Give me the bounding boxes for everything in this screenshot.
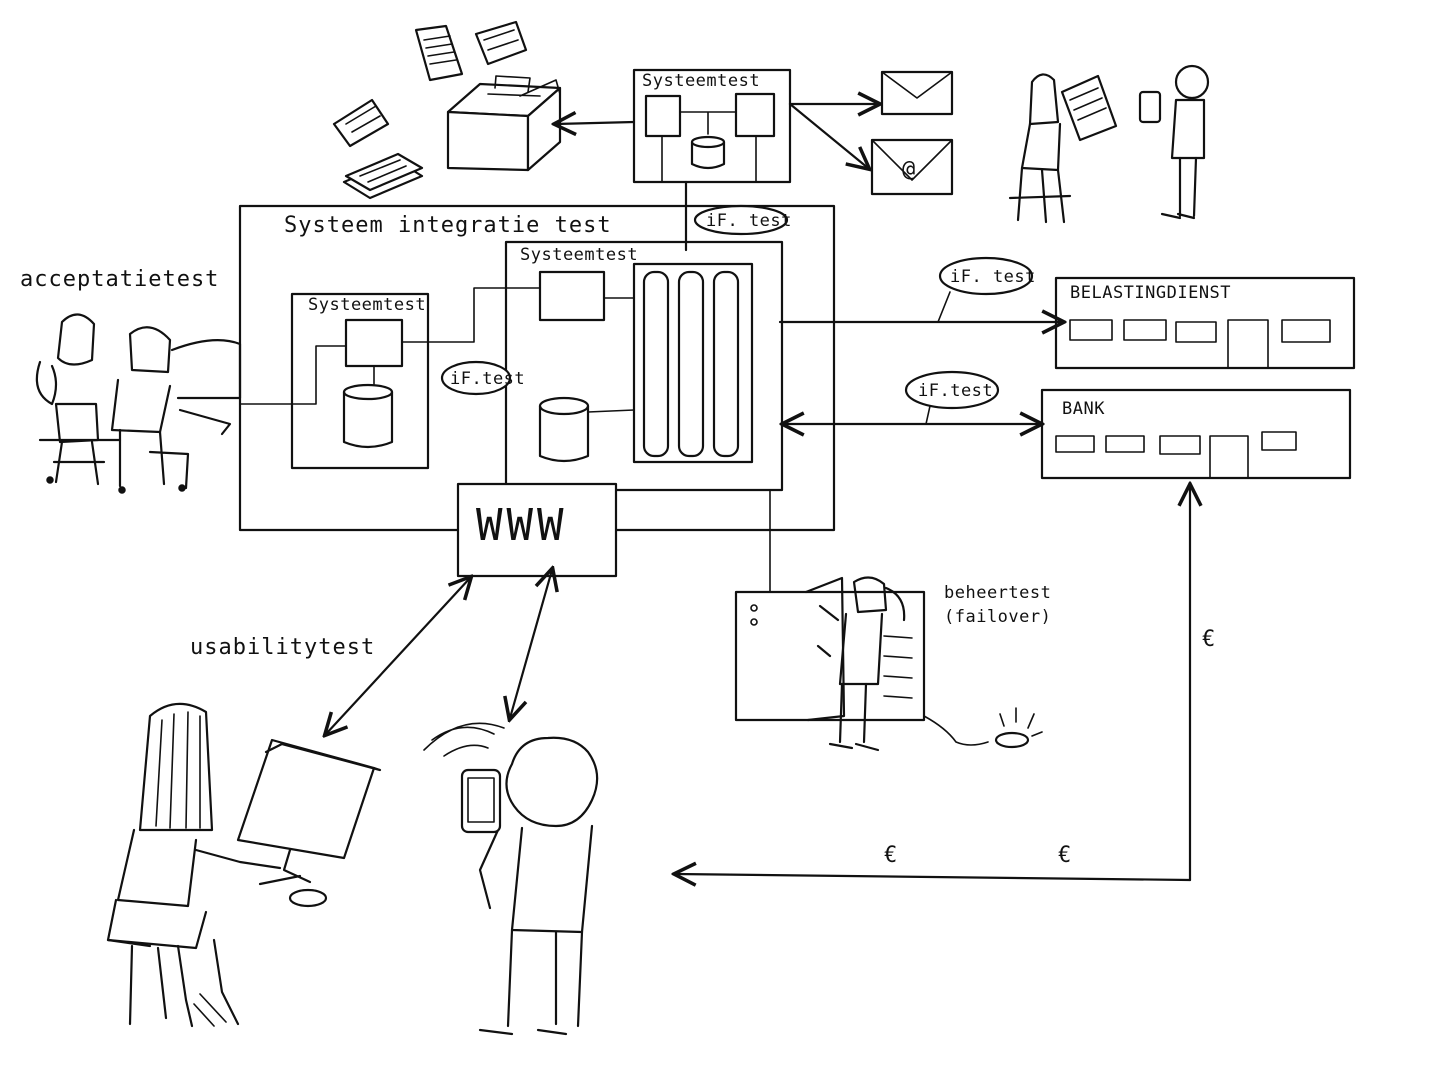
envelope-icon xyxy=(880,70,954,116)
usability-tester-icon xyxy=(106,702,282,1028)
paper-sheet-icon xyxy=(414,24,464,82)
acceptance-testers-group xyxy=(35,313,242,494)
systeemintegratie-label: Systeem integratie test xyxy=(284,213,612,238)
person-reading-icon xyxy=(1008,73,1118,224)
systeemtest-top-box: Systeemtest xyxy=(632,68,792,184)
paper-sheet-icon xyxy=(332,98,390,148)
svg-text:iF.test: iF.test xyxy=(918,381,993,401)
acceptatietest-label: acceptatietest xyxy=(20,267,219,292)
usabilitytest-label: usabilitytest xyxy=(190,635,375,660)
failover-label: (failover) xyxy=(944,607,1051,627)
if-test-tag: iF.test xyxy=(904,370,1000,410)
bank-building-icon: BANK xyxy=(1040,388,1352,480)
beheertest-label: beheertest xyxy=(944,583,1051,603)
database-icon xyxy=(538,396,590,463)
database-icon xyxy=(342,383,394,449)
belastingdienst-label: BELASTINGDIENST xyxy=(1070,283,1231,303)
belastingdienst-building-icon: BELASTINGDIENST xyxy=(1054,276,1356,370)
euro-symbol: € xyxy=(884,843,898,868)
person-with-tablet-icon xyxy=(1138,64,1210,220)
systeemtest-center-box: Systeemtest xyxy=(504,240,784,492)
svg-text:@: @ xyxy=(902,157,916,182)
if-test-tag: iF. test xyxy=(938,256,1036,296)
email-icon: @ xyxy=(870,138,954,196)
power-plug-icon xyxy=(923,707,1043,749)
systeemtest-center-label: Systeemtest xyxy=(520,245,638,265)
svg-text:iF.test: iF.test xyxy=(450,369,525,389)
bank-label: BANK xyxy=(1062,399,1105,419)
systeemtest-top-label: Systeemtest xyxy=(642,71,760,91)
if-test-tag: iF. test xyxy=(693,204,792,236)
monitor-icon xyxy=(236,738,382,908)
systeemtest-left-box: Systeemtest xyxy=(239,292,430,470)
www-label: WWW xyxy=(476,500,567,551)
paper-stack-icon xyxy=(342,152,424,200)
printer-icon xyxy=(446,75,562,172)
euro-symbol: € xyxy=(1202,627,1216,652)
technician-icon xyxy=(816,576,913,752)
mobile-user-icon xyxy=(423,722,599,1036)
database-icon xyxy=(690,135,726,170)
paper-sheet-icon xyxy=(474,20,528,66)
systeemintegratie-box: Systeem integratie test xyxy=(238,204,836,532)
svg-text:iF. test: iF. test xyxy=(706,211,792,231)
tablet-icon xyxy=(1138,90,1162,124)
smartphone-icon xyxy=(460,768,502,834)
www-box: WWW xyxy=(456,482,618,578)
systeemtest-left-label: Systeemtest xyxy=(308,295,426,315)
svg-text:iF. test: iF. test xyxy=(950,267,1036,287)
euro-symbol: € xyxy=(1058,843,1072,868)
if-test-tag: iF.test xyxy=(440,360,525,396)
server-rack-icon xyxy=(632,262,754,464)
server-cabinet-icon xyxy=(734,576,926,722)
